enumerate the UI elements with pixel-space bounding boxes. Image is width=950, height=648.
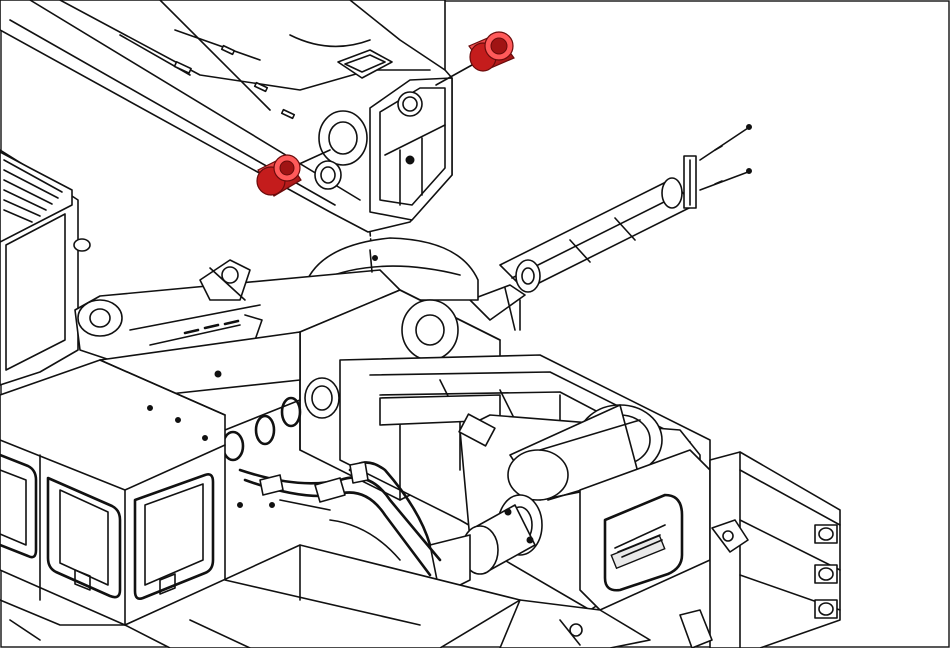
lift-cylinder [469,124,752,331]
winch-side-frame [579,449,711,611]
storage-boxes [0,359,226,626]
mounting-bolts [202,157,413,508]
hydraulic-motor [429,494,543,616]
carrier-deck [0,544,713,648]
radiator-grille [0,151,73,243]
boom-pivot-bushing-upper [468,31,515,72]
cab-left [0,149,91,386]
counterweight-stack [709,451,841,648]
boom-pivot-bushing-lower [256,154,302,197]
hydraulic-hoses [238,461,442,577]
